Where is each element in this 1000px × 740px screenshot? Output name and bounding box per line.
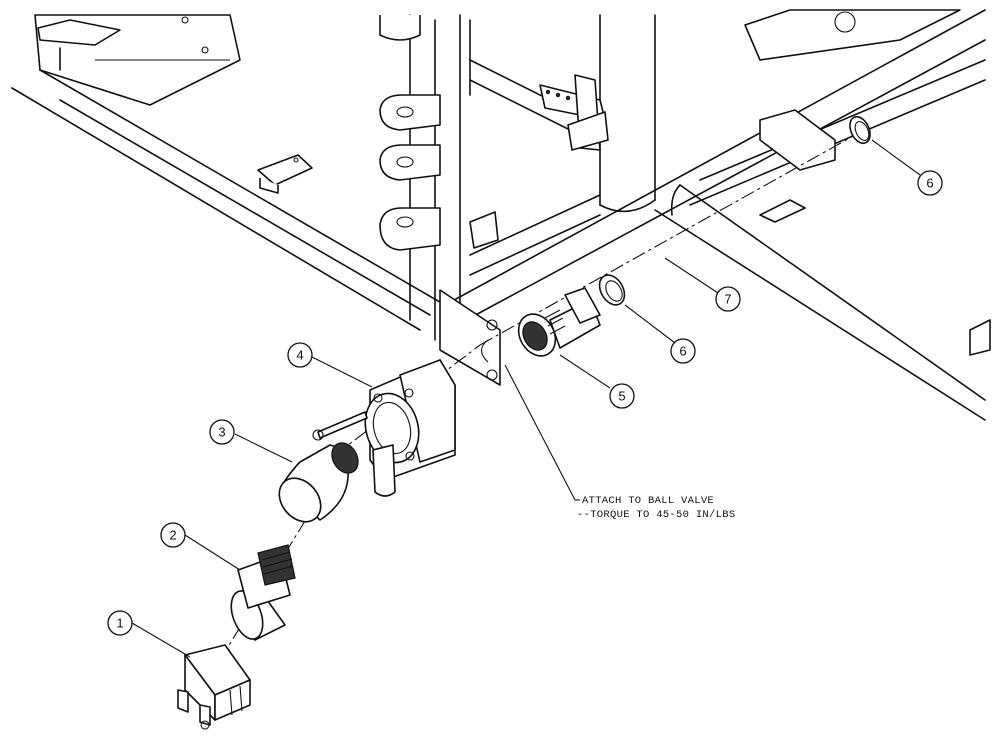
upright-posts (379, 14, 656, 341)
assembly-centerlines (219, 134, 856, 661)
part-6-ring-lower (598, 274, 626, 306)
valve-mount-plate (439, 289, 501, 386)
part-2-cam-adapter (230, 544, 296, 641)
balloon-7-label: 7 (724, 292, 731, 307)
assembly-note: ATTACH TO BALL VALVE --TORQUE TO 45-50 I… (577, 495, 735, 521)
balloon-5: 5 (609, 383, 635, 409)
balloon-6a-label: 6 (926, 176, 933, 191)
balloon-3-label: 3 (218, 425, 225, 440)
part-1-dust-cap (177, 644, 251, 730)
balloon-4: 4 (287, 342, 313, 368)
balloon-6b: 6 (670, 338, 696, 364)
balloon-2-label: 2 (169, 528, 176, 543)
part-4-ball-valve (312, 359, 456, 497)
note-line-2: --TORQUE TO 45-50 IN/LBS (577, 509, 735, 521)
balloon-6b-label: 6 (679, 344, 686, 359)
balloon-6a: 6 (917, 170, 943, 196)
part-6-ring-upper (849, 115, 871, 145)
part-5-threaded-adapter (517, 287, 601, 357)
balloon-5-label: 5 (618, 389, 625, 404)
note-line-1: ATTACH TO BALL VALVE (582, 495, 714, 507)
part-3-elbow (278, 442, 359, 523)
leader-lines (131, 139, 921, 658)
balloon-1: 1 (107, 610, 133, 636)
frame-structure (11, 9, 991, 421)
right-brackets (759, 109, 836, 223)
balloon-7: 7 (715, 286, 741, 312)
balloon-1-label: 1 (116, 616, 123, 631)
balloon-2: 2 (160, 522, 186, 548)
balloon-3: 3 (209, 419, 235, 445)
balloon-4-label: 4 (296, 348, 303, 363)
